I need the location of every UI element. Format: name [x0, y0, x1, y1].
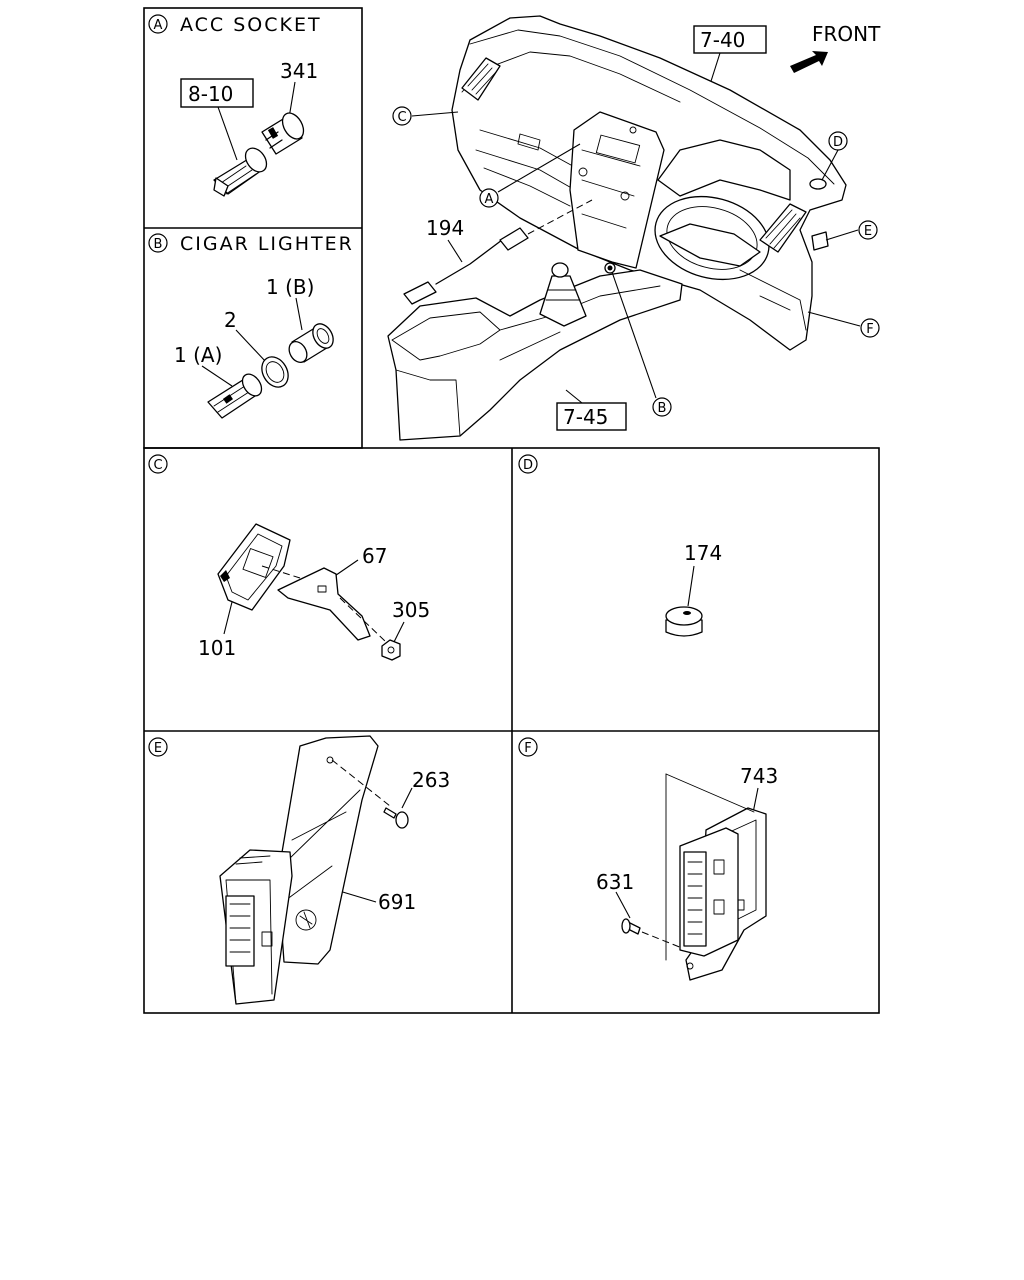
callout-c: C — [392, 106, 412, 126]
part-1b-label: 1 (B) — [266, 275, 314, 299]
acc-socket-body — [213, 147, 268, 197]
svg-text:E: E — [864, 224, 872, 239]
panel-c-letter: C — [153, 458, 162, 473]
acc-socket-cap — [261, 112, 305, 155]
module-101 — [217, 523, 291, 611]
part-743-label: 743 — [740, 764, 778, 788]
panel-a-title: ACC SOCKET — [180, 14, 322, 36]
grommet-174 — [665, 606, 703, 637]
front-label: FRONT — [812, 22, 881, 46]
part-1a-label: 1 (A) — [174, 343, 222, 367]
part-2-label: 2 — [224, 308, 237, 332]
ref-7-40: 7-40 — [700, 28, 745, 52]
svg-text:A: A — [485, 192, 494, 207]
panel-e-letter: E — [154, 741, 162, 756]
part-691-label: 691 — [378, 890, 416, 914]
part-631-label: 631 — [596, 870, 634, 894]
frame-lines — [143, 7, 880, 1014]
part-263-label: 263 — [412, 768, 450, 792]
panel-c: C 67 305 101 — [148, 454, 430, 661]
front-arrow-icon — [790, 51, 828, 73]
svg-text:C: C — [397, 110, 406, 125]
bracket-67 — [277, 567, 371, 641]
callout-d: D — [828, 131, 848, 151]
svg-text:D: D — [833, 135, 843, 150]
part-67-label: 67 — [362, 544, 387, 568]
callout-f: F — [860, 318, 880, 338]
callout-a: A — [479, 188, 499, 208]
part-101-label: 101 — [198, 636, 236, 660]
panel-e: E 263 691 — [148, 735, 450, 1005]
lighter-ring — [261, 356, 289, 388]
part-174-label: 174 — [684, 541, 722, 565]
part-194-label: 194 — [426, 216, 464, 240]
panel-f: F 743 631 — [518, 737, 778, 981]
svg-text:F: F — [866, 322, 873, 337]
bracket-691 — [277, 735, 379, 965]
panel-d: D 174 — [518, 454, 722, 637]
callout-b: B — [652, 397, 672, 417]
bolt-263 — [383, 807, 409, 829]
panel-f-letter: F — [524, 741, 531, 756]
module-e — [219, 849, 293, 1005]
lighter-plug — [288, 323, 334, 363]
panel-a-letter: A — [154, 18, 163, 33]
panel-d-letter: D — [523, 458, 533, 473]
nut-305 — [381, 639, 401, 661]
callout-e: E — [858, 220, 878, 240]
part-305-label: 305 — [392, 598, 430, 622]
panel-b-title: CIGAR LIGHTER — [180, 233, 354, 255]
ref-8-10: 8-10 — [188, 82, 233, 106]
dashboard-overview: FRONT 7-40 — [387, 15, 881, 441]
panel-b-letter: B — [154, 237, 163, 252]
bolt-631 — [621, 918, 641, 935]
panel-acc-socket: A ACC SOCKET 8-10 341 — [148, 14, 322, 197]
ref-7-45: 7-45 — [563, 405, 608, 429]
module-f — [679, 827, 739, 957]
part-341-label: 341 — [280, 59, 318, 83]
svg-text:B: B — [658, 401, 667, 416]
lighter-socket — [207, 373, 263, 419]
panel-cigar-lighter: B CIGAR LIGHTER 1 (B) 2 1 (A) — [148, 233, 354, 419]
